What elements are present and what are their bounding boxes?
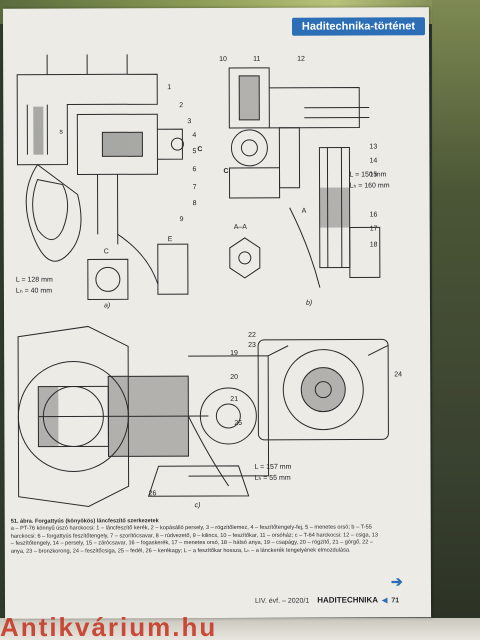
magazine-name: HADITECHNIKA <box>317 595 379 605</box>
callout-c: C <box>197 146 203 154</box>
continue-arrow-icon: ➔ <box>390 573 403 590</box>
figure-c-drawing <box>17 325 389 507</box>
section-header: Haditechnika-történet <box>291 17 426 36</box>
dimension-l-c: L = 157 mm <box>254 463 292 471</box>
callout-4: 4 <box>192 132 197 140</box>
figure-b: 10 11 12 13 14 15 16 17 18 C A A–A L = 1… <box>209 47 390 312</box>
callout-a-b: A <box>301 207 307 215</box>
callout-2: 2 <box>179 102 184 110</box>
page-footer: LIV. évf. – 2020/1 HADITECHNIKA ◀ 71 <box>254 595 400 605</box>
callout-10: 10 <box>219 55 227 63</box>
figure-a-drawing <box>16 54 189 300</box>
callout-11: 11 <box>253 55 261 63</box>
callout-5: 5 <box>192 148 197 156</box>
dimension-lh: Lₕ = 40 mm <box>15 287 53 295</box>
detail-c-label: C <box>103 248 109 256</box>
figure-caption: 51. ábra. Forgattyús (könyökös) láncfesz… <box>11 517 381 555</box>
page-number: 71 <box>391 597 400 605</box>
figure-b-label: b) <box>305 299 313 307</box>
callout-19: 19 <box>230 349 238 357</box>
callout-16: 16 <box>369 211 378 219</box>
dimension-l-b: L = 150 mm <box>349 171 387 179</box>
watermark-text: Antikvárium.hu <box>0 612 218 640</box>
detail-e-label: E <box>167 236 173 244</box>
dimension-lh-c: Lₕ = 55 mm <box>254 474 291 482</box>
dimension-l: L = 128 mm <box>15 276 53 284</box>
section-aa-label: A–A <box>233 223 247 231</box>
callout-17: 17 <box>369 225 378 233</box>
figure-b-drawing <box>228 67 381 288</box>
figure-c-label: c) <box>194 502 201 510</box>
callout-25: 25 <box>234 419 243 427</box>
callout-3: 3 <box>187 118 192 126</box>
callout-22: 22 <box>248 331 256 339</box>
callout-23: 23 <box>248 341 256 349</box>
callout-21: 21 <box>230 395 239 403</box>
background-bottom <box>0 618 480 640</box>
callout-c-b: C <box>223 167 229 175</box>
callout-1: 1 <box>167 84 172 92</box>
figure-c: 19 20 21 22 23 24 25 26 L = 157 mm Lₕ = … <box>8 315 419 514</box>
dimension-lh-b: Lₕ = 160 mm <box>349 182 390 190</box>
callout-12: 12 <box>297 55 305 63</box>
caption-body: a – PT-76 könnyű úszó harckocsi: 1 – lán… <box>10 524 378 555</box>
callout-24: 24 <box>394 371 403 379</box>
issue-info: LIV. évf. – 2020/1 <box>254 597 310 605</box>
background-right <box>432 0 480 640</box>
callout-9: 9 <box>179 216 184 224</box>
callout-8: 8 <box>192 200 197 208</box>
magazine-page: Haditechnika-történet <box>2 7 432 619</box>
callout-18: 18 <box>369 241 378 249</box>
figure-a-label: a) <box>103 302 111 310</box>
callout-14: 14 <box>369 157 378 165</box>
callout-s: s <box>59 128 63 136</box>
callout-26: 26 <box>148 490 157 498</box>
callout-7: 7 <box>192 184 197 192</box>
figure-a: 1 2 3 4 5 6 7 8 9 C s C E L = 128 mm Lₕ … <box>7 44 208 313</box>
caption-title: 51. ábra. Forgattyús (könyökös) láncfesz… <box>10 518 159 525</box>
page-arrow-icon: ◀ <box>382 597 388 605</box>
callout-13: 13 <box>369 143 378 151</box>
callout-6: 6 <box>192 166 197 174</box>
callout-20: 20 <box>230 373 239 381</box>
